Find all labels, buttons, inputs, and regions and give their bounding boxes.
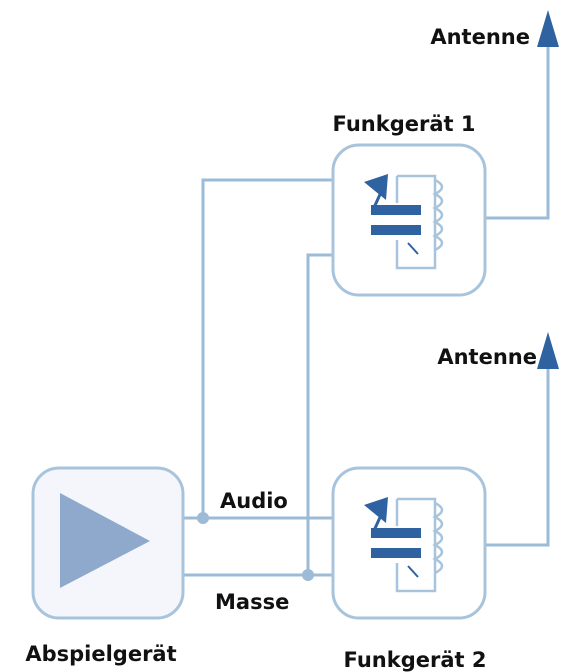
radio-1-device (331, 143, 487, 297)
antenna-top-icon (537, 10, 559, 47)
antenna-wire-top (485, 45, 550, 220)
ground-label: Masse (215, 590, 289, 614)
player-label: Abspielgerät (25, 642, 176, 666)
lc-circuit-icon (364, 497, 444, 593)
ground-junction (302, 569, 314, 581)
antenna-top-label: Antenne (430, 25, 530, 49)
lc-circuit-icon (364, 174, 444, 270)
radio-2-label: Funkgerät 2 (344, 648, 487, 672)
antenna-wire-bottom (485, 365, 550, 547)
ground-wire-to-radio-1 (306, 253, 333, 575)
audio-junction (197, 512, 209, 524)
audio-label: Audio (220, 489, 288, 513)
radio-2-box (331, 466, 487, 620)
radio-1-box (331, 143, 487, 297)
radio-1-label: Funkgerät 1 (333, 112, 476, 136)
player-device (31, 466, 185, 620)
antenna-bottom-icon (537, 332, 559, 369)
audio-wire-to-radio-1 (201, 178, 333, 518)
antenna-bottom-label: Antenne (437, 345, 537, 369)
play-icon (60, 493, 150, 588)
radio-2-device (331, 466, 487, 620)
